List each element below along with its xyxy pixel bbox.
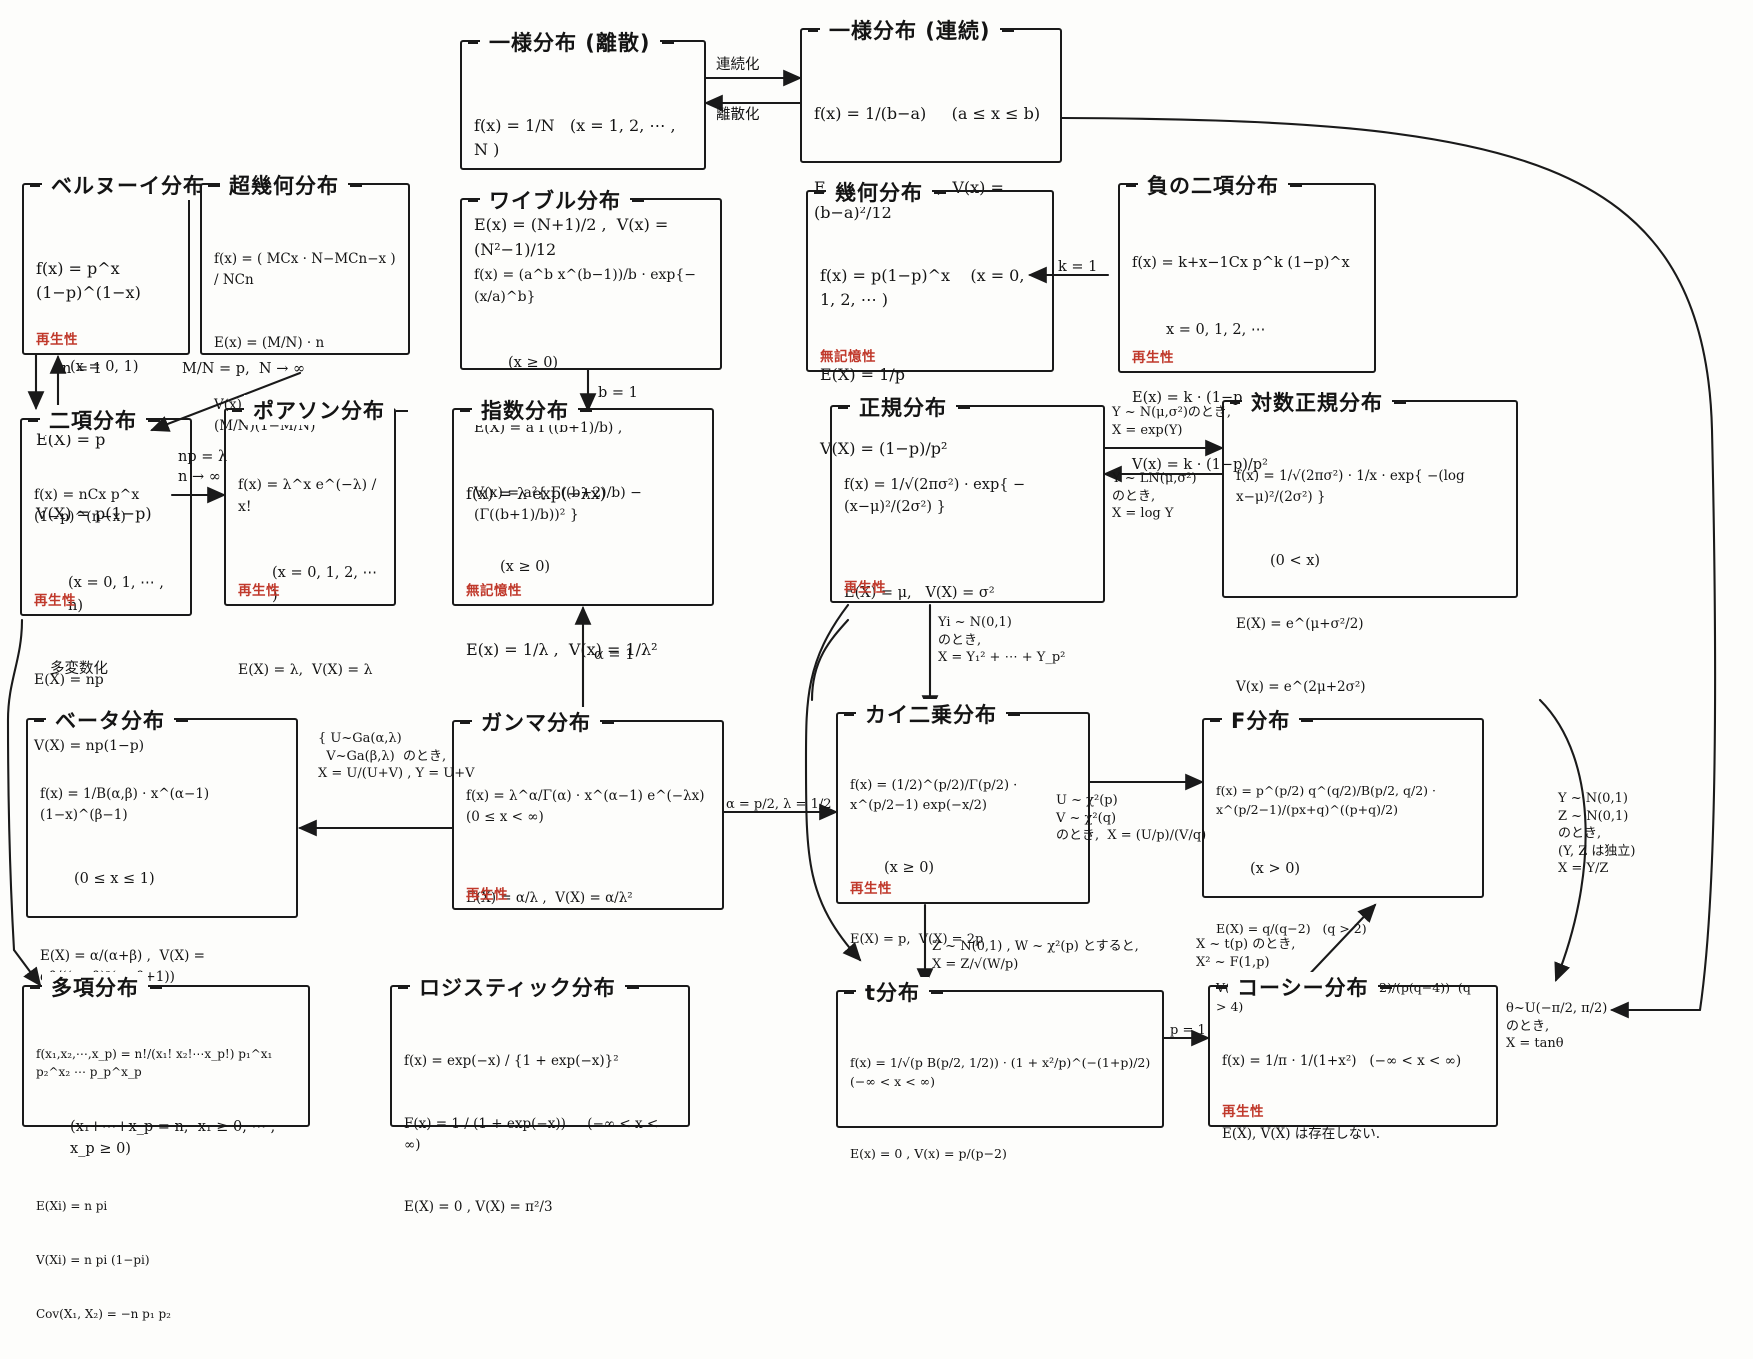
box-binomial[interactable]: 二項分布 f(x) = nCx p^x (1−p)^(n−x) (x = 0, … bbox=[20, 405, 192, 754]
box-normal[interactable]: 正規分布 f(x) = 1/√(2πσ²) · exp{ −(x−μ)²/(2σ… bbox=[830, 392, 1105, 603]
property-badge: 再生性 bbox=[466, 887, 508, 903]
edge-label-chisq-to-f: U ~ χ²(p) V ~ χ²(q) のとき, X = (U/p)/(V/q) bbox=[1056, 793, 1207, 844]
edge-label-t-to-cauchy: p = 1 bbox=[1170, 1023, 1206, 1038]
box-title: ベータ分布 bbox=[34, 705, 188, 735]
box-title: カイ二乗分布 bbox=[844, 699, 1020, 729]
edge-label-normals-to-cauchy: Y ~ N(0,1) Z ~ N(0,1) のとき, (Y, Z は独立) X … bbox=[1558, 791, 1636, 877]
box-title: コーシー分布 bbox=[1216, 972, 1392, 1002]
edge-label-nb-k1: k = 1 bbox=[1058, 259, 1098, 275]
edge-label-binom-to-poisson: np = λ n → ∞ bbox=[178, 449, 228, 485]
box-formulas: f(x) = 1/√(2πσ²) · exp{ −(x−μ)²/(2σ²) } … bbox=[844, 476, 1026, 601]
box-formulas: f(x) = p(1−p)^x (x = 0, 1, 2, ⋯ ) E(X) =… bbox=[820, 265, 1030, 459]
box-uniform-discrete[interactable]: 一様分布 (離散) f(x) = 1/N (x = 1, 2, ⋯ , N ) … bbox=[460, 27, 706, 259]
edge-label-weibull-b1: b = 1 bbox=[598, 385, 638, 401]
property-badge: 再生性 bbox=[238, 583, 280, 599]
box-beta[interactable]: ベータ分布 f(x) = 1/B(α,β) · x^(α−1) (1−x)^(β… bbox=[26, 705, 298, 985]
box-formulas: f(x) = (a^b x^(b−1))/b · exp{−(x/a)^b} (… bbox=[474, 267, 697, 523]
box-title: ロジスティック分布 bbox=[398, 972, 639, 1002]
box-t-distribution[interactable]: t分布 f(x) = 1/√(p B(p/2, 1/2)) · (1 + x²/… bbox=[836, 977, 1164, 1161]
box-title: 一様分布 (連続) bbox=[808, 15, 1013, 45]
box-title: 正規分布 bbox=[838, 392, 970, 422]
box-title: ガンマ分布 bbox=[460, 707, 614, 737]
box-bernoulli[interactable]: ベルヌーイ分布 f(x) = p^x (1−p)^(1−x) (x = 0, 1… bbox=[22, 170, 228, 523]
box-title: 多項分布 bbox=[30, 972, 162, 1002]
property-badge: 無記憶性 bbox=[466, 583, 522, 599]
box-cauchy[interactable]: コーシー分布 f(x) = 1/π · 1/(1+x²) (−∞ < x < ∞… bbox=[1208, 972, 1498, 1142]
edge-label-bernoulli-n1: n = 1 bbox=[62, 361, 102, 377]
edge-label-t-to-f: X ~ t(p) のとき, X² ~ F(1,p) bbox=[1196, 937, 1296, 970]
box-formulas: f(x₁,x₂,⋯,x_p) = n!/(x₁! x₂!⋯x_p!) p₁^x₁… bbox=[36, 1047, 280, 1321]
box-formulas: f(x) = λ^x e^(−λ) / x! (x = 0, 1, 2, ⋯ )… bbox=[238, 477, 382, 679]
edge-label-gamma-alpha1: α = 1 bbox=[594, 647, 635, 663]
box-formulas: f(x) = 1/√(p B(p/2, 1/2)) · (1 + x²/p)^(… bbox=[850, 1054, 1163, 1162]
box-lognormal[interactable]: 対数正規分布 f(x) = 1/√(2πσ²) · 1/x · exp{ −(l… bbox=[1222, 387, 1518, 695]
edge-label-gamma-to-beta: { U~Ga(α,λ) V~Ga(β,λ) のとき, X = U/(U+V) ,… bbox=[318, 731, 475, 782]
box-geometric[interactable]: 幾何分布 f(x) = p(1−p)^x (x = 0, 1, 2, ⋯ ) E… bbox=[806, 177, 1054, 458]
box-formulas: f(x) = nCx p^x (1−p)^(n−x) (x = 0, 1, ⋯ … bbox=[34, 487, 169, 754]
box-negative-binomial[interactable]: 負の二項分布 f(x) = k+x−1Cx p^k (1−p)^x x = 0,… bbox=[1118, 170, 1376, 473]
box-title: ポアソン分布 bbox=[232, 395, 408, 425]
property-badge: 無記憶性 bbox=[820, 349, 876, 365]
box-title: 対数正規分布 bbox=[1230, 387, 1406, 417]
edge-label-discretize: 離散化 bbox=[716, 107, 760, 123]
box-title: 指数分布 bbox=[460, 395, 592, 425]
box-title: t分布 bbox=[843, 977, 944, 1007]
box-title: ワイブル分布 bbox=[468, 185, 644, 215]
box-poisson[interactable]: ポアソン分布 f(x) = λ^x e^(−λ) / x! (x = 0, 1,… bbox=[224, 395, 408, 678]
box-title: 負の二項分布 bbox=[1126, 170, 1302, 200]
edge-label-gamma-to-chisq: α = p/2, λ = 1/2 bbox=[726, 797, 832, 812]
box-formulas: f(x) = exp(−x) / {1 + exp(−x)}² F(x) = 1… bbox=[404, 1052, 663, 1216]
property-badge: 再生性 bbox=[1222, 1104, 1264, 1120]
property-badge: 再生性 bbox=[850, 881, 892, 897]
box-title: ベルヌーイ分布 bbox=[30, 170, 228, 200]
edge-label-chisq-to-t: Z ~ N(0,1) , W ~ χ²(p) とすると, X = Z/√(W/p… bbox=[932, 939, 1139, 972]
box-formulas: f(x) = 1/√(2πσ²) · 1/x · exp{ −(log x−μ)… bbox=[1236, 467, 1469, 695]
box-formulas: f(x) = 1/π · 1/(1+x²) (−∞ < x < ∞) E(X),… bbox=[1222, 1052, 1462, 1142]
box-formulas: f(x) = λ^α/Γ(α) · x^(α−1) e^(−λx) (0 ≤ x… bbox=[466, 787, 718, 906]
property-badge: 再生性 bbox=[36, 332, 78, 348]
edge-label-lognormal-to-normal: Y ~ LN(μ,σ²) のとき, X = log Y bbox=[1112, 471, 1197, 522]
box-chi-square[interactable]: カイ二乗分布 f(x) = (1/2)^(p/2)/Γ(p/2) · x^(p/… bbox=[836, 699, 1090, 947]
edge-label-multivariate: 多変数化 bbox=[50, 661, 108, 677]
box-title: 二項分布 bbox=[28, 405, 160, 435]
box-weibull[interactable]: ワイブル分布 f(x) = (a^b x^(b−1))/b · exp{−(x/… bbox=[460, 185, 722, 523]
edge-label-continuize: 連続化 bbox=[716, 57, 760, 73]
edge-label-hyper-to-binomial: M/N = p, N → ∞ bbox=[182, 361, 306, 377]
box-title: F分布 bbox=[1209, 705, 1314, 735]
box-hypergeometric[interactable]: 超幾何分布 f(x) = ( MCx · N−MCn−x ) / NCn E(x… bbox=[200, 170, 410, 434]
box-formulas: f(x) = λ exp(−λx) (x ≥ 0) E(x) = 1/λ , V… bbox=[466, 483, 658, 660]
property-badge: 再生性 bbox=[844, 580, 886, 596]
diagram-canvas: 一様分布 (離散) f(x) = 1/N (x = 1, 2, ⋯ , N ) … bbox=[6, 15, 1717, 1321]
box-uniform-continuous[interactable]: 一様分布 (連続) f(x) = 1/(b−a) (a ≤ x ≤ b) E(x… bbox=[800, 15, 1062, 222]
box-formulas: f(x) = 1/N (x = 1, 2, ⋯ , N ) E(x) = (N+… bbox=[474, 115, 681, 259]
box-title: 一様分布 (離散) bbox=[468, 27, 673, 57]
property-badge: 再生性 bbox=[34, 593, 76, 609]
edge-label-normal-to-lognormal: Y ~ N(μ,σ²)のとき, X = exp(Y) bbox=[1112, 405, 1232, 438]
box-gamma[interactable]: ガンマ分布 f(x) = λ^α/Γ(α) · x^(α−1) e^(−λx) … bbox=[452, 707, 724, 910]
box-f-distribution[interactable]: F分布 f(x) = p^(p/2) q^(q/2)/B(p/2, q/2) ·… bbox=[1202, 705, 1484, 1014]
box-title: 超幾何分布 bbox=[208, 170, 362, 200]
box-exponential[interactable]: 指数分布 f(x) = λ exp(−λx) (x ≥ 0) E(x) = 1/… bbox=[452, 395, 714, 659]
box-logistic[interactable]: ロジスティック分布 f(x) = exp(−x) / {1 + exp(−x)}… bbox=[390, 972, 690, 1215]
property-badge: 再生性 bbox=[1132, 350, 1174, 366]
box-formulas: f(x) = (1/2)^(p/2)/Γ(p/2) · x^(p/2−1) ex… bbox=[850, 778, 1022, 947]
box-title: 幾何分布 bbox=[814, 177, 946, 207]
edge-label-uniform-to-cauchy: θ~U(−π/2, π/2) のとき, X = tanθ bbox=[1506, 1001, 1608, 1052]
edge-label-normal-to-chisq: Yi ~ N(0,1) のとき, X = Y₁² + ⋯ + Y_p² bbox=[938, 615, 1066, 666]
box-multinomial[interactable]: 多項分布 f(x₁,x₂,⋯,x_p) = n!/(x₁! x₂!⋯x_p!) … bbox=[22, 972, 310, 1321]
